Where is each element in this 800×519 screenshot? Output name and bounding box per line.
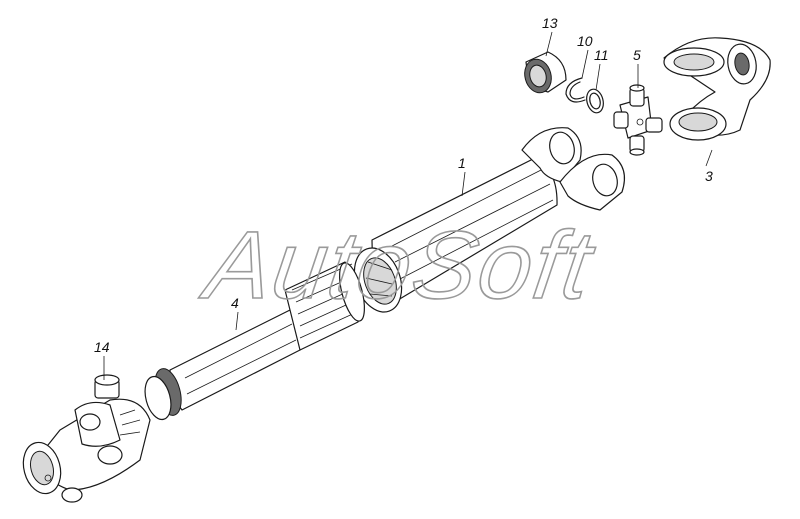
part-13-needle-bearing <box>524 51 567 94</box>
leader-lines <box>103 31 713 380</box>
callout-3: 3 <box>705 168 713 184</box>
callout-14: 14 <box>94 339 110 355</box>
callout-5: 5 <box>633 47 641 63</box>
part-4-splined-shaft <box>144 261 365 421</box>
watermark-text: AutoSoft <box>195 212 601 318</box>
part-1-shaft-tube <box>353 127 625 313</box>
part-14-universal-joint <box>22 374 151 503</box>
callout-10: 10 <box>577 33 593 49</box>
callout-11: 11 <box>594 47 609 63</box>
part-11-seal-washer <box>586 88 604 114</box>
part-10-snap-ring <box>565 77 586 103</box>
callout-4: 4 <box>231 295 239 311</box>
part-5-cross-spider <box>613 84 663 156</box>
part-3-flange-yoke <box>663 37 771 141</box>
callout-1: 1 <box>458 155 466 171</box>
callout-13: 13 <box>542 15 558 31</box>
